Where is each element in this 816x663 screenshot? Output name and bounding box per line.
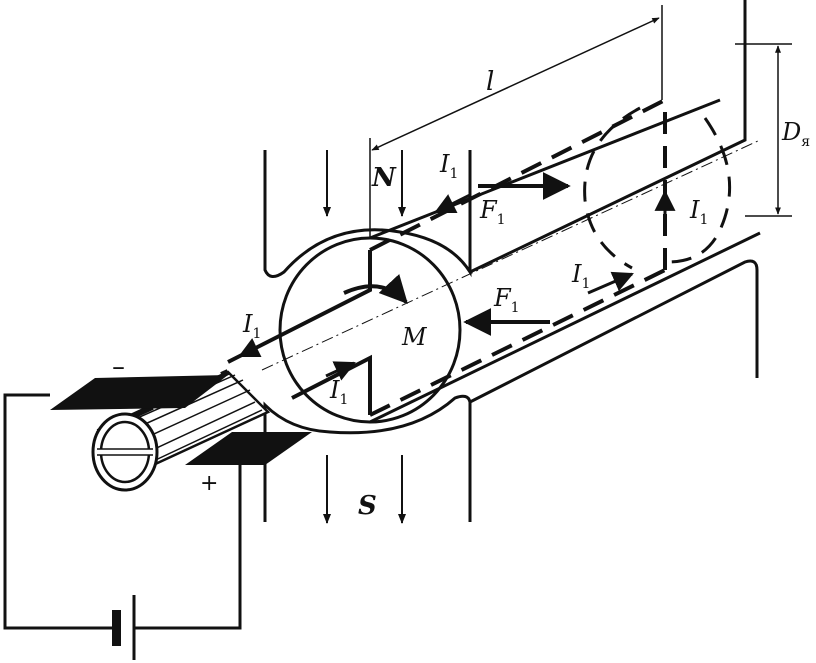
armature-top-edge xyxy=(369,98,721,240)
current-label-front-upper: I1 xyxy=(242,310,261,342)
conductor-front-upper xyxy=(227,250,372,364)
diameter-label: Dя xyxy=(781,118,810,150)
wire-positive xyxy=(134,465,242,630)
conductor-front-lower xyxy=(291,354,372,415)
conductor-top xyxy=(369,98,666,252)
current-label-top: I1 xyxy=(439,150,458,182)
current-arrow-top xyxy=(434,193,471,214)
south-pole-piece xyxy=(263,259,759,522)
commutator xyxy=(91,369,271,492)
torque-arrow xyxy=(343,273,408,305)
current-label-bottom: I1 xyxy=(571,260,590,292)
diameter-dimension xyxy=(735,43,792,217)
flux-arrows xyxy=(323,150,406,524)
brush-positive xyxy=(185,432,312,465)
armature-bottom-edge xyxy=(369,231,761,424)
south-pole-label: S xyxy=(358,491,377,521)
battery-icon xyxy=(112,595,136,660)
wire-negative xyxy=(3,393,112,630)
length-label: l xyxy=(486,67,494,97)
current-arrow-front-upper xyxy=(238,338,269,358)
conductor-bottom xyxy=(369,268,666,417)
current-label-front-lower: I1 xyxy=(329,376,348,408)
brush-negative xyxy=(50,375,228,410)
north-pole-piece xyxy=(263,0,747,278)
current-arrow-bottom xyxy=(587,271,634,295)
plus-sign: + xyxy=(200,471,218,496)
armature-axis xyxy=(261,139,761,371)
current-arrow-front-lower xyxy=(325,361,356,381)
force-label-bottom: F1 xyxy=(493,284,520,316)
force-label-top: F1 xyxy=(479,196,506,228)
armature-back-face-right xyxy=(667,117,732,264)
current-arrows xyxy=(238,189,676,381)
force-arrows xyxy=(463,172,571,336)
torque-label: M xyxy=(401,323,428,351)
minus-sign: – xyxy=(112,352,125,382)
current-label-back: I1 xyxy=(689,196,708,228)
armature-back-face-left xyxy=(583,106,641,270)
north-pole-label: N xyxy=(371,163,397,193)
external-circuit xyxy=(3,393,242,630)
length-dimension xyxy=(369,5,663,238)
